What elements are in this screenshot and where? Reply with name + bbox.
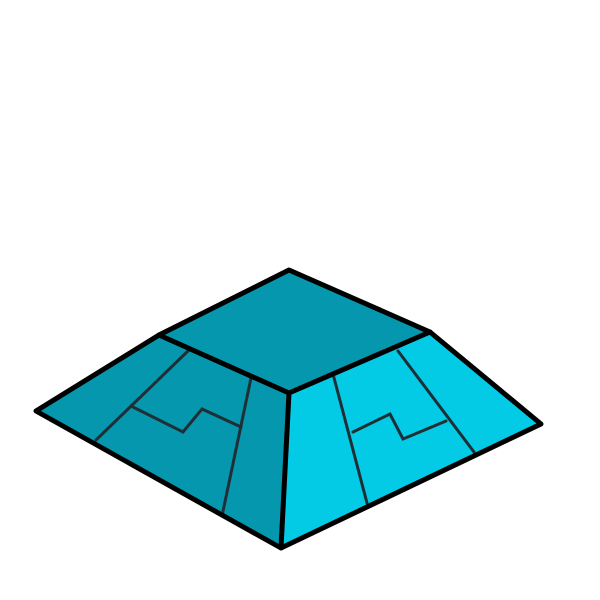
right-pattern-vertical bbox=[331, 372, 369, 505]
right-pattern-diagonal bbox=[396, 349, 476, 454]
outline-front-ridge bbox=[278, 390, 292, 551]
right-face bbox=[281, 332, 541, 548]
left-face-pattern bbox=[94, 348, 253, 518]
right-face-pattern bbox=[331, 349, 476, 505]
right-pattern-step bbox=[351, 412, 448, 441]
left-pattern-diagonal bbox=[94, 348, 191, 442]
left-pattern-step bbox=[129, 404, 243, 434]
outline bbox=[33, 267, 544, 551]
left-pattern-vertical bbox=[220, 376, 253, 518]
top-face bbox=[159, 270, 430, 393]
